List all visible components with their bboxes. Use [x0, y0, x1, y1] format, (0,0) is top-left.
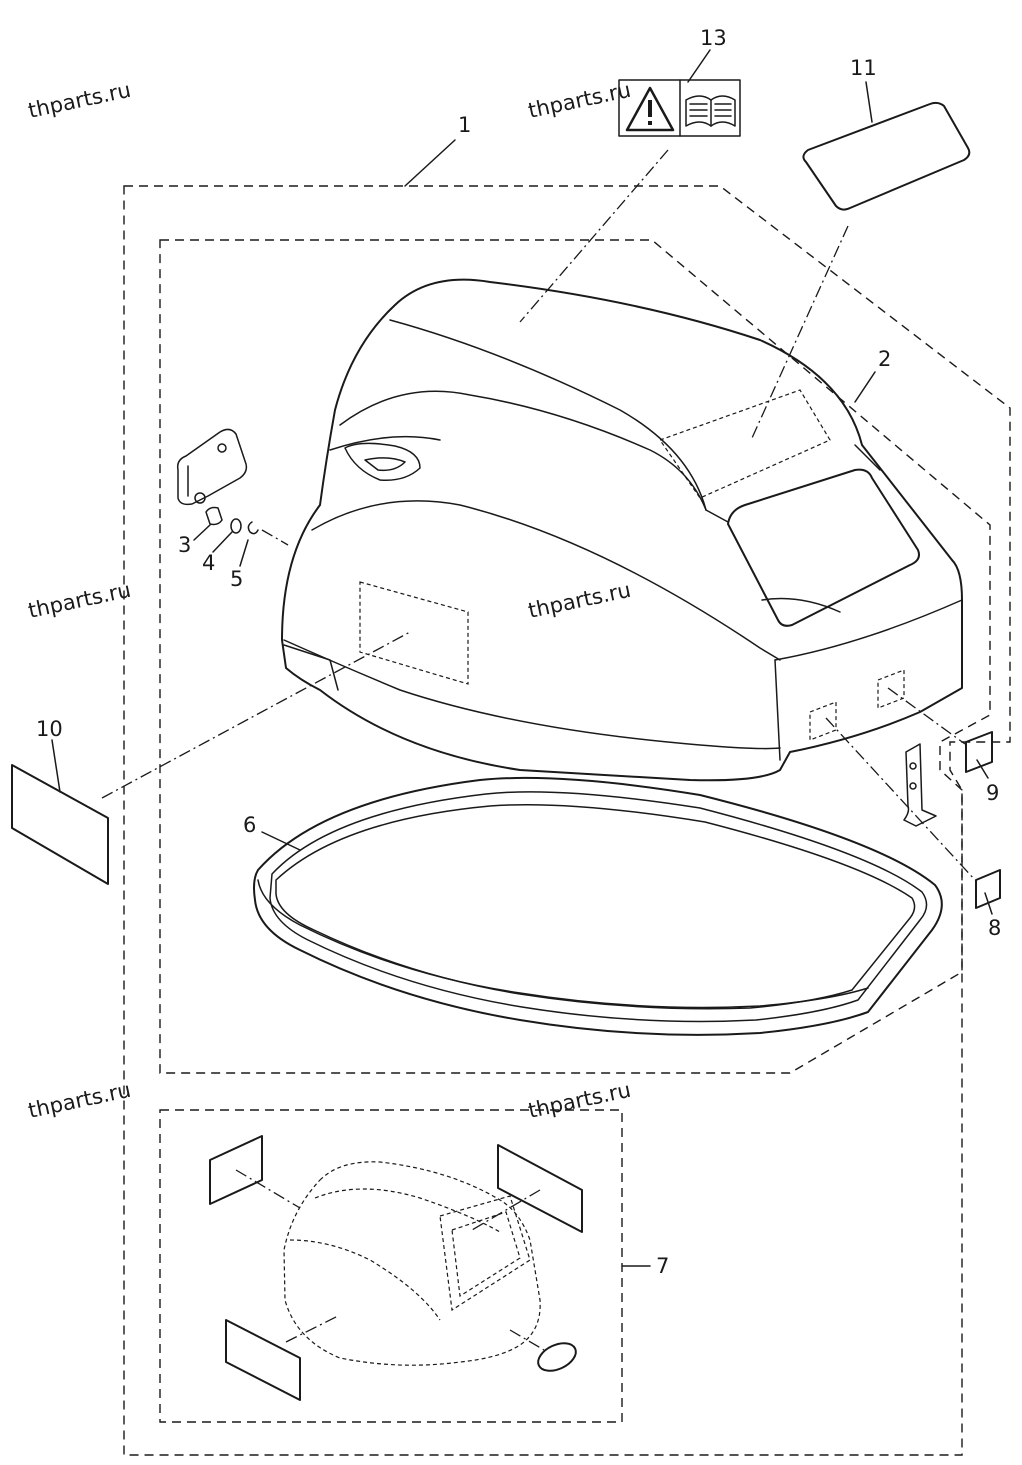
callout-1: 1: [458, 113, 471, 137]
callout-10: 10: [36, 717, 63, 741]
callout-6: 6: [243, 813, 256, 837]
decal-8: [975, 869, 1001, 909]
projection-line-5: [261, 529, 289, 546]
projection-line-11: [751, 225, 849, 439]
decal-kit-7: [209, 1135, 583, 1401]
seal-gasket-6: [253, 776, 943, 1036]
decal-9: [965, 731, 993, 773]
leader-4: [212, 531, 233, 553]
projection-line-13: [519, 149, 669, 323]
clip-5: [247, 521, 259, 535]
warning-label-13: [618, 79, 741, 137]
callout-4: 4: [202, 551, 215, 575]
leader-5: [239, 539, 249, 567]
warning-triangle-icon: [625, 86, 675, 132]
decal-area-10: [359, 581, 469, 685]
callout-8: 8: [988, 916, 1001, 940]
watermark: thparts.ru: [26, 1078, 133, 1123]
label-11: [802, 101, 971, 211]
watermark: thparts.ru: [26, 578, 133, 623]
leader-2: [854, 371, 876, 403]
projection-line-10: [101, 631, 411, 799]
watermark: thparts.ru: [526, 78, 633, 123]
decal-area-8: [809, 701, 837, 741]
decal-area-11: [659, 389, 831, 499]
assembly-2-boundary: [159, 239, 991, 1074]
leader-11: [865, 81, 873, 123]
leader-13: [687, 49, 711, 83]
bracket-clip: [903, 743, 937, 827]
callout-2: 2: [878, 347, 891, 371]
leader-1: [404, 139, 456, 187]
callout-13: 13: [700, 26, 727, 50]
top-cowling: [281, 278, 963, 782]
kit-7-boundary: [159, 1109, 623, 1423]
label-10: [11, 764, 109, 885]
latch-bracket-3: [176, 428, 248, 526]
leader-6: [261, 831, 301, 851]
open-book-icon: [685, 95, 736, 127]
callout-11: 11: [850, 56, 877, 80]
washer-4: [230, 518, 242, 534]
leader-10: [51, 739, 61, 793]
watermark: thparts.ru: [526, 1078, 633, 1123]
assembly-1-boundary: [123, 185, 1011, 1456]
watermark: thparts.ru: [26, 78, 133, 123]
callout-3: 3: [178, 533, 191, 557]
decal-area-9: [877, 669, 905, 709]
callout-7: 7: [656, 1254, 669, 1278]
callout-5: 5: [230, 567, 243, 591]
projection-line-8: [825, 717, 976, 881]
leader-9: [976, 759, 989, 779]
leader-3: [193, 524, 211, 541]
watermark: thparts.ru: [526, 578, 633, 623]
callout-9: 9: [986, 781, 999, 805]
projection-line-9: [887, 687, 966, 745]
